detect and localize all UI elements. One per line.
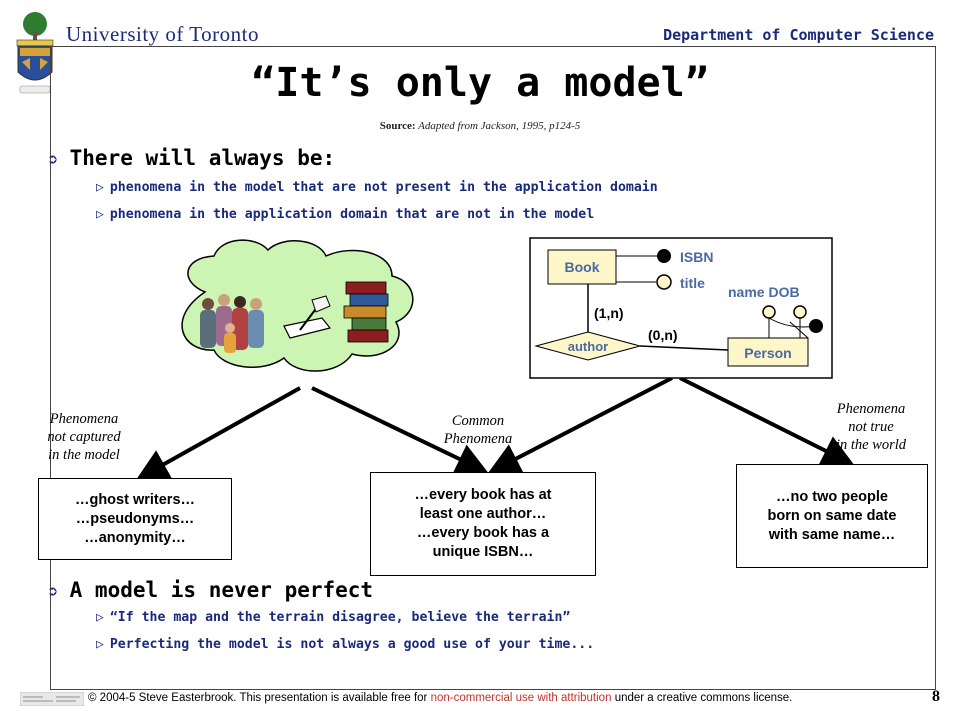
arrow-icon: ➲ [48,582,58,601]
arrow-icon: ➲ [48,150,58,169]
triangle-bullet-icon: ▷ [96,637,104,652]
writing-hand-icon [283,295,332,339]
university-name: University of Toronto [66,22,259,46]
isbn-attribute-label: ISBN [680,249,713,265]
name-attribute-icon [762,305,776,319]
creative-commons-badge-icon [20,692,84,706]
title-attribute-label: title [680,275,705,291]
title-attribute-icon [656,274,672,290]
book-entity-label: Book [565,259,600,275]
box-line: …ghost writers… [74,491,196,508]
sub-bullet-text: “If the map and the terrain disagree, be… [109,610,571,625]
sub-bullet-text: Perfecting the model is not always a goo… [109,637,595,652]
source-label: Source: [379,120,416,132]
books-stack-icon [343,281,389,343]
box-not-true: …no two people born on same date with sa… [736,464,928,568]
label-line: Phenomena [443,431,513,447]
label-line: not true [848,419,894,435]
person-attributes-label: name DOB [728,284,800,300]
label-line: Common [451,413,505,429]
label-line: Phenomena [49,411,119,427]
label-line: not captured [47,429,121,445]
bullet-heading-text: There will always be: [69,146,336,170]
person-entity [727,337,809,367]
box-line: born on same date [767,507,897,524]
box-line: least one author… [419,506,547,522]
arrow-to-not-true [679,376,855,466]
footer-text: © 2004-5 Steve Easterbrook. This present… [88,692,792,704]
sub-bullet-text: phenomena in the application domain that… [109,207,595,222]
box-line: …anonymity… [84,529,186,546]
box-not-captured: …ghost writers… …pseudonyms… …anonymity… [38,478,232,560]
box-common: …every book has at least one author… …ev… [370,472,596,576]
sub-bullet-text: phenomena in the model that are not pres… [109,180,658,195]
author-relationship-label: author [568,339,608,354]
label-not-true: Phenomena not true in the world [806,400,936,454]
label-common: Common Phenomena [416,412,540,448]
label-line: Phenomena [836,401,906,417]
book-cardinality: (1,n) [594,305,624,321]
license-suffix: under a creative commons license. [614,692,793,704]
sub-bullet-3: ▷ “If the map and the terrain disagree, b… [96,610,570,625]
label-line: in the world [835,437,907,453]
box-line: …every book has at [414,487,552,503]
arrow-to-common-from-model [487,376,673,474]
sub-bullet-2: ▷ phenomena in the application domain tha… [96,207,594,222]
slide-title: “It’s only a model” [251,60,709,106]
people-group-icon [200,294,264,353]
copyright-text: © 2004-5 Steve Easterbrook. This present… [88,692,428,704]
sub-bullet-1: ▷ phenomena in the model that are not pre… [96,180,658,195]
sub-bullet-4: ▷ Perfecting the model is not always a go… [96,637,594,652]
arrow-to-common-from-cloud [311,386,489,474]
bullet-heading-text: A model is never perfect [69,578,374,602]
bullet-heading-2: ➲ A model is never perfect [48,578,373,602]
dob-attribute-icon [793,305,807,319]
box-line: …no two people [776,488,888,505]
person-cardinality: (0,n) [648,327,678,343]
box-line: …every book has a [416,525,550,541]
slide-frame [50,46,936,690]
page-number: 8 [932,688,940,705]
triangle-bullet-icon: ▷ [96,207,104,222]
box-line: …pseudonyms… [75,510,195,527]
license-link[interactable]: non-commercial use with attribution [430,692,612,704]
label-line: in the model [48,447,120,463]
university-crest-icon [16,12,54,94]
triangle-bullet-icon: ▷ [96,180,104,195]
label-not-captured: Phenomena not captured in the model [20,410,148,464]
person-entity-label: Person [744,345,791,361]
box-line: unique ISBN… [432,544,534,560]
bullet-heading-1: ➲ There will always be: [48,146,335,170]
department-name: Department of Computer Science [663,26,934,44]
triangle-bullet-icon: ▷ [96,610,104,625]
source-text: Adapted from Jackson, 1995, p124-5 [418,120,581,132]
isbn-key-attribute-icon [657,249,671,263]
box-line: with same name… [768,526,896,543]
source-citation: Source: Adapted from Jackson, 1995, p124… [0,120,960,132]
arrow-to-not-captured [136,386,301,480]
book-entity [547,249,617,285]
